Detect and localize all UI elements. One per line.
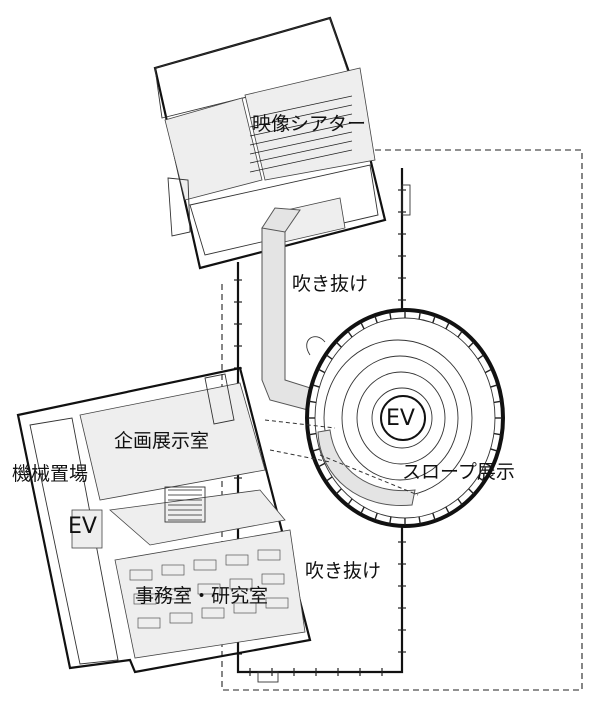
label-void-upper: 吹き抜け (292, 273, 368, 295)
label-exhibition-room: 企画展示室 (114, 430, 209, 452)
theater-building (153, 16, 387, 270)
elevator-center (380, 395, 426, 441)
label-slope-exhibition: スロープ展示 (402, 461, 515, 483)
exhibition-room (79, 382, 266, 501)
label-machine-room: 機械置場 (12, 463, 88, 485)
elevator-shaft-left (71, 509, 103, 549)
label-void-lower: 吹き抜け (305, 560, 381, 582)
lower-building (16, 366, 312, 674)
theater-seat-rows (249, 95, 353, 173)
label-elevator-left: EV (68, 514, 97, 539)
label-office-lab: 事務室・研究室 (135, 585, 268, 607)
slope-drum (264, 308, 505, 528)
theater-room-left (164, 97, 263, 201)
label-theater: 映像シアター (252, 113, 366, 135)
label-elevator-center: EV (386, 406, 415, 431)
